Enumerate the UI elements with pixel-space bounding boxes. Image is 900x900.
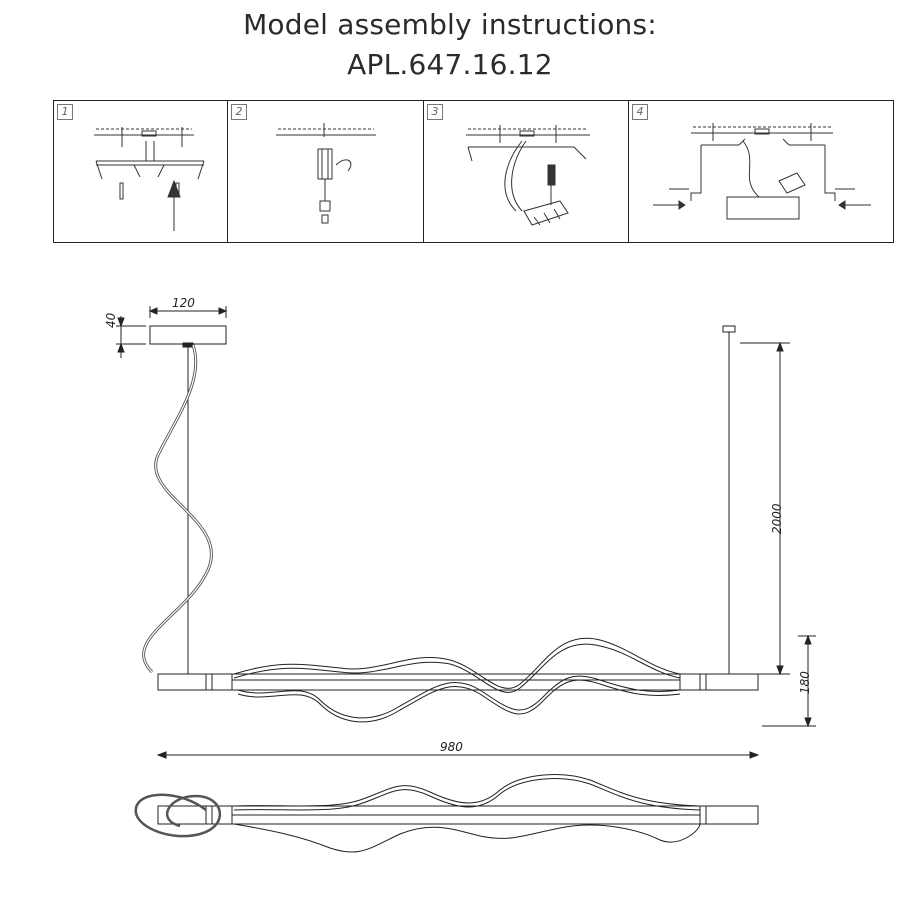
assembly-step-1: 1 <box>54 101 228 242</box>
assembly-steps-panel: 1 2 <box>53 100 894 243</box>
fixture-length-label: 980 <box>440 740 463 754</box>
assembly-step-4: 4 <box>629 101 895 242</box>
cable-clamp-icon <box>276 123 376 224</box>
right-suspension-hook <box>722 325 736 333</box>
instructions-title: Model assembly instructions: <box>243 8 657 41</box>
ceiling-canopy <box>149 325 227 345</box>
ceiling-mount-installation-icon <box>94 127 205 231</box>
assembly-step-3: 3 <box>424 101 629 242</box>
model-number: APL.647.16.12 <box>347 48 553 81</box>
step-number: 3 <box>427 104 443 120</box>
fixture-height-label: 180 <box>798 671 812 694</box>
wire-connection-icon <box>466 125 590 226</box>
coiled-power-cord <box>134 793 221 838</box>
step-number: 4 <box>632 104 648 120</box>
assembly-step-2: 2 <box>228 101 424 242</box>
power-cord <box>142 344 213 674</box>
fixture-length-dimension <box>156 751 760 759</box>
cable-length-label: 2000 <box>770 503 784 534</box>
fixture-front-view <box>157 637 759 723</box>
canopy-width-dimension <box>148 306 228 318</box>
fixture-top-view <box>134 774 759 853</box>
step-number: 1 <box>57 104 73 120</box>
canopy-height-dimension <box>116 316 146 358</box>
canopy-width-label: 120 <box>172 296 195 310</box>
canopy-height-label: 40 <box>104 312 118 328</box>
cable-length-dimension <box>740 341 790 676</box>
canopy-fixing-screws-icon <box>653 123 871 220</box>
step-number: 2 <box>231 104 247 120</box>
fixture-height-dimension <box>762 634 816 728</box>
